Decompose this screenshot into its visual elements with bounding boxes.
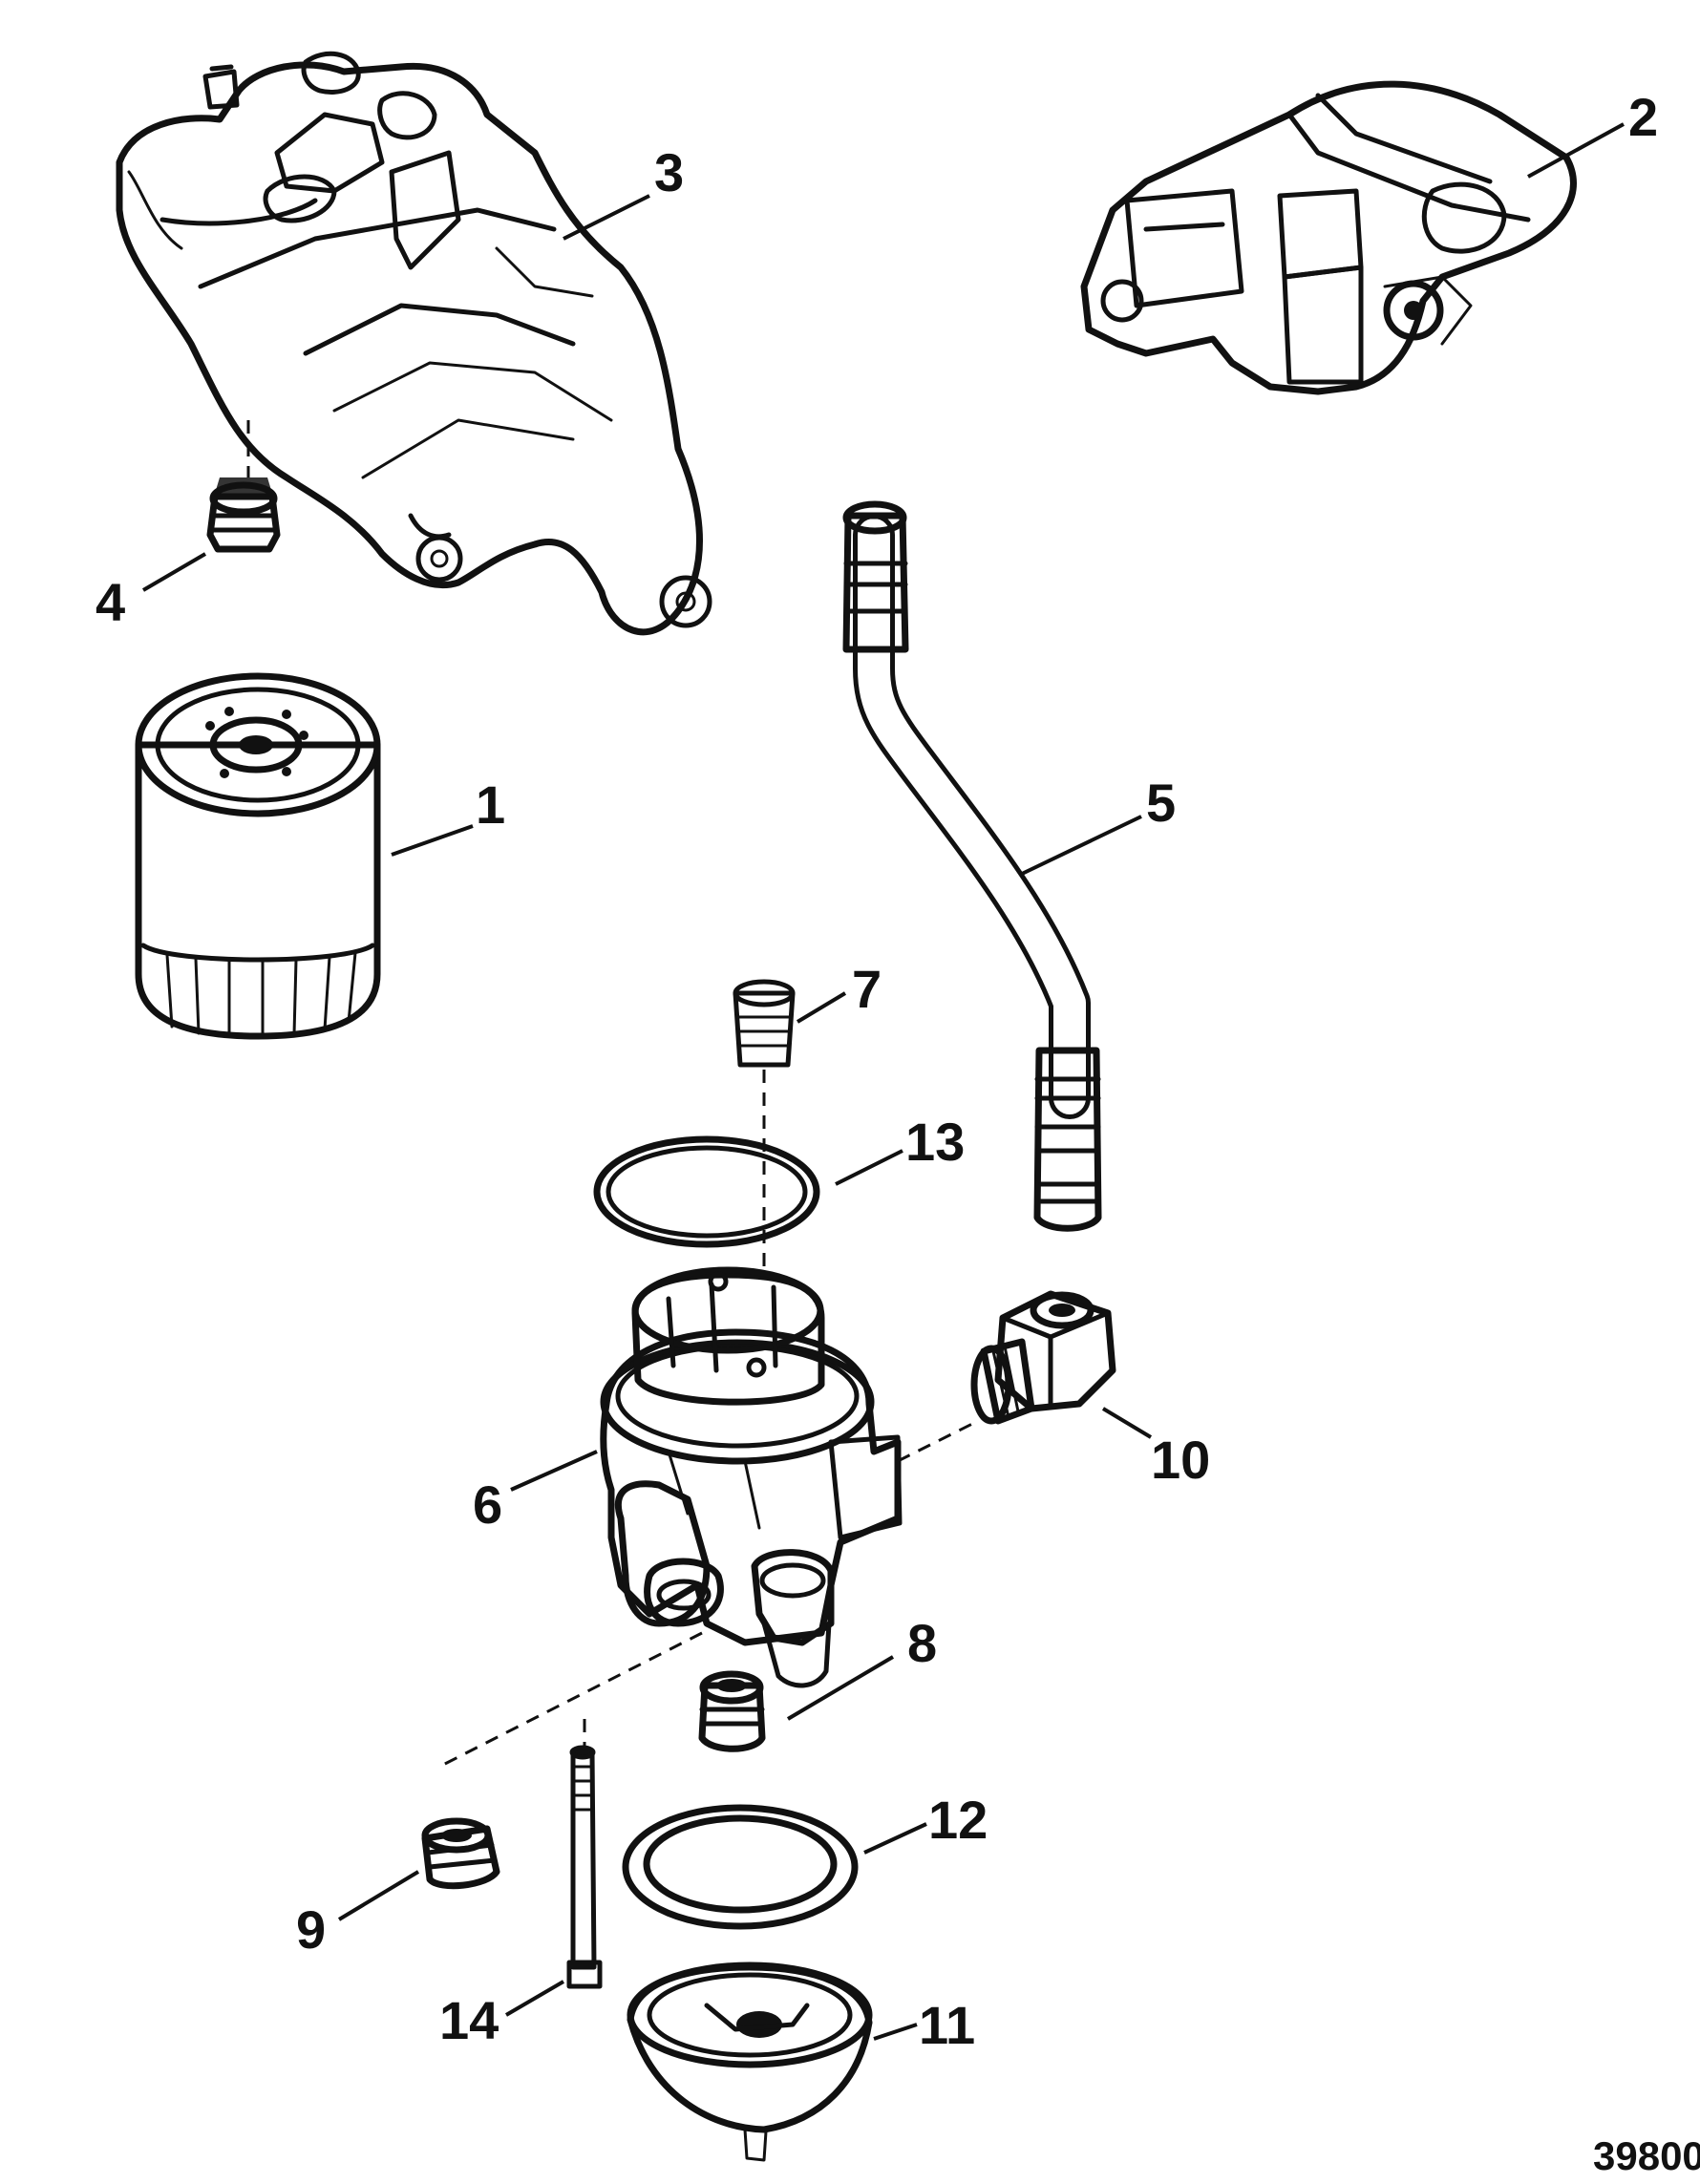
callout-12: 12 [928,1790,988,1850]
callout-10: 10 [1151,1430,1210,1490]
leader-2 [1527,122,1625,179]
leader-7 [796,991,847,1024]
leader-5 [1021,815,1142,876]
callout-4: 4 [96,572,125,632]
leader-11 [873,2023,918,2041]
part-3-mounting-bracket [116,51,712,636]
figure-number: 39800 [1593,2133,1700,2178]
part-14-bolt [566,1719,603,1989]
leader-10 [1101,1407,1153,1439]
callout-3: 3 [654,142,684,202]
leader-14 [504,1980,565,2017]
part-13-o-ring [593,1135,820,1248]
part-10-elbow-fitting [970,1290,1116,1425]
leader-4 [141,552,207,592]
leader-3 [563,194,650,241]
part-2-adapter [1080,80,1577,395]
part-8-plug [698,1670,766,1752]
leader-6 [510,1450,598,1492]
callout-7: 7 [852,959,882,1019]
leader-1 [391,824,474,857]
callout-5: 5 [1146,773,1176,833]
part-11-bottom-cap [627,1961,873,2162]
part-5-oil-line [842,500,1102,1232]
part-1-oil-filter [135,672,381,1040]
callout-6: 6 [473,1474,502,1535]
callout-1: 1 [476,774,505,835]
leader-13 [835,1149,903,1186]
callout-11: 11 [919,1995,975,2055]
part-7-check-valve [733,979,796,1280]
leader-8 [786,1655,895,1721]
callout-9: 9 [296,1899,326,1960]
part-9-plug [421,1817,500,1890]
part-12-gasket [622,1804,859,1930]
leader-12 [863,1822,927,1855]
callout-labels: 1 2 3 4 5 6 7 8 9 10 11 12 13 14 [96,87,1658,2055]
callout-2: 2 [1628,87,1658,147]
callout-8: 8 [907,1613,937,1673]
callout-13: 13 [905,1112,965,1172]
part-4-plug [206,477,281,553]
leader-9 [337,1870,420,1921]
part-6-filter-adapter [438,1266,975,1769]
callout-14: 14 [439,1990,499,2050]
leader-lines [141,122,1625,2041]
